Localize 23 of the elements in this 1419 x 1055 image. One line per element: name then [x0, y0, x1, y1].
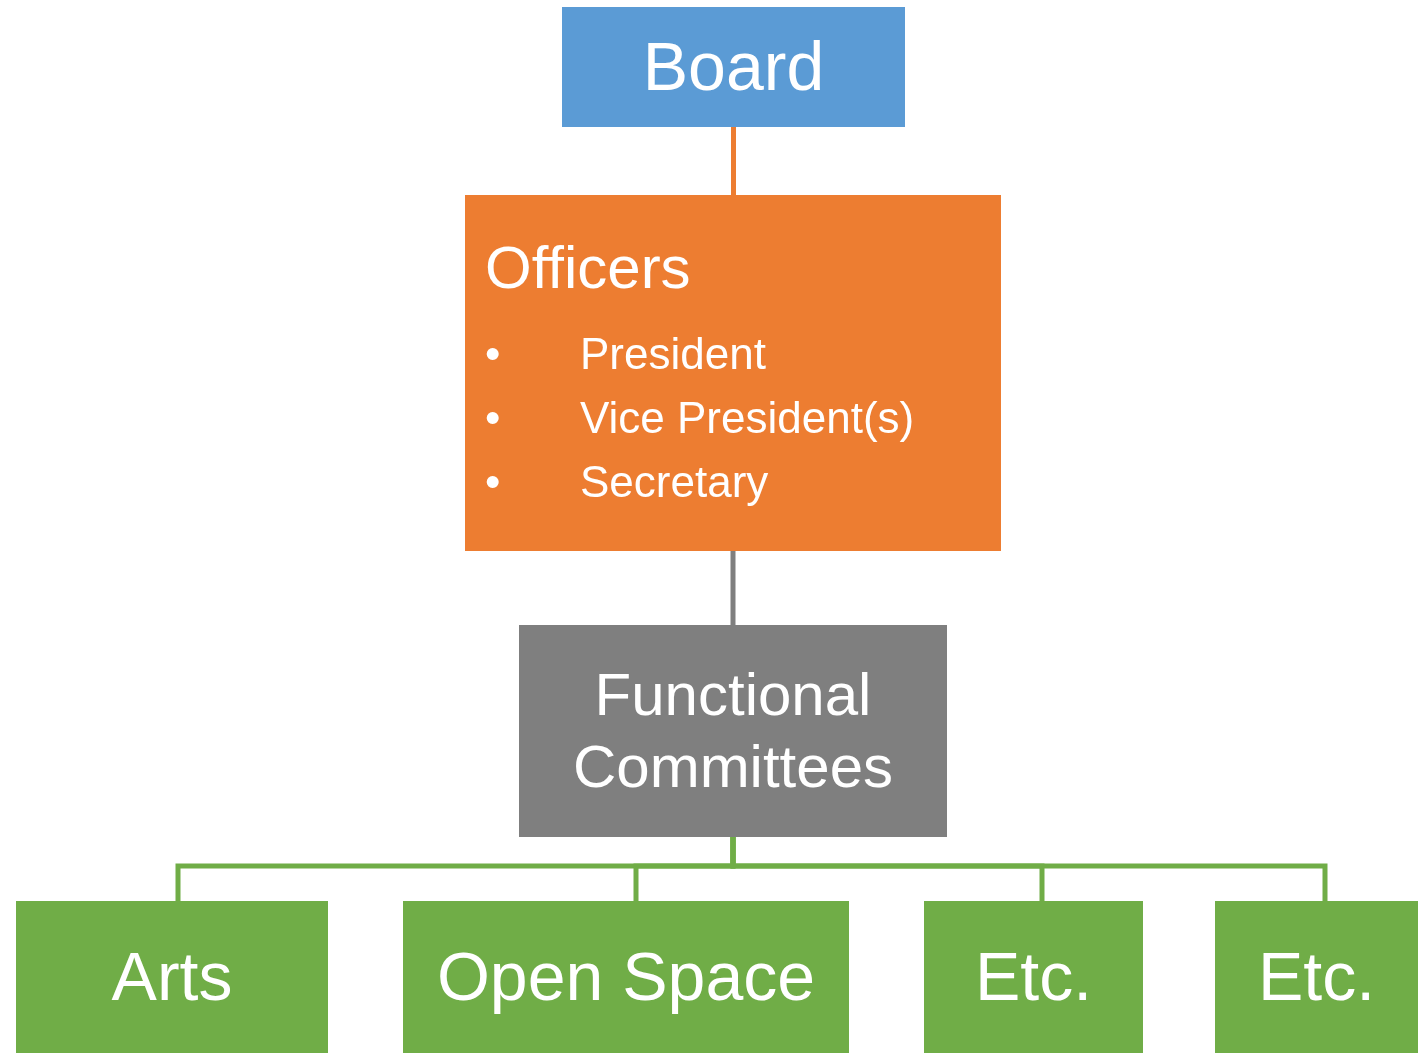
box-label: Etc.: [974, 937, 1093, 1017]
list-item: Vice President(s): [580, 393, 915, 442]
board-box: [562, 7, 905, 127]
list-item: President: [580, 329, 766, 378]
box-label: Functional Committees: [571, 660, 895, 802]
connector-line: [730, 551, 736, 625]
connector-line: [731, 127, 736, 195]
committee-box: [519, 625, 947, 837]
bullet-mark: •: [485, 329, 501, 378]
box-heading: Officers: [485, 233, 691, 303]
committee-unit-box: [16, 901, 328, 1053]
box-label: Arts: [111, 937, 233, 1017]
committee-unit-box: [1215, 901, 1418, 1053]
list-item: Secretary: [580, 457, 769, 506]
box-label: Etc.: [1257, 937, 1376, 1017]
officers-box: [465, 195, 1001, 551]
box-label: Board: [642, 27, 825, 107]
connector-line: [730, 837, 1328, 901]
committee-unit-box: [403, 901, 849, 1053]
bullet-mark: •: [485, 457, 501, 506]
committee-unit-box: [924, 901, 1143, 1053]
bullet-mark: •: [485, 393, 501, 442]
box-label: Open Space: [436, 937, 816, 1017]
